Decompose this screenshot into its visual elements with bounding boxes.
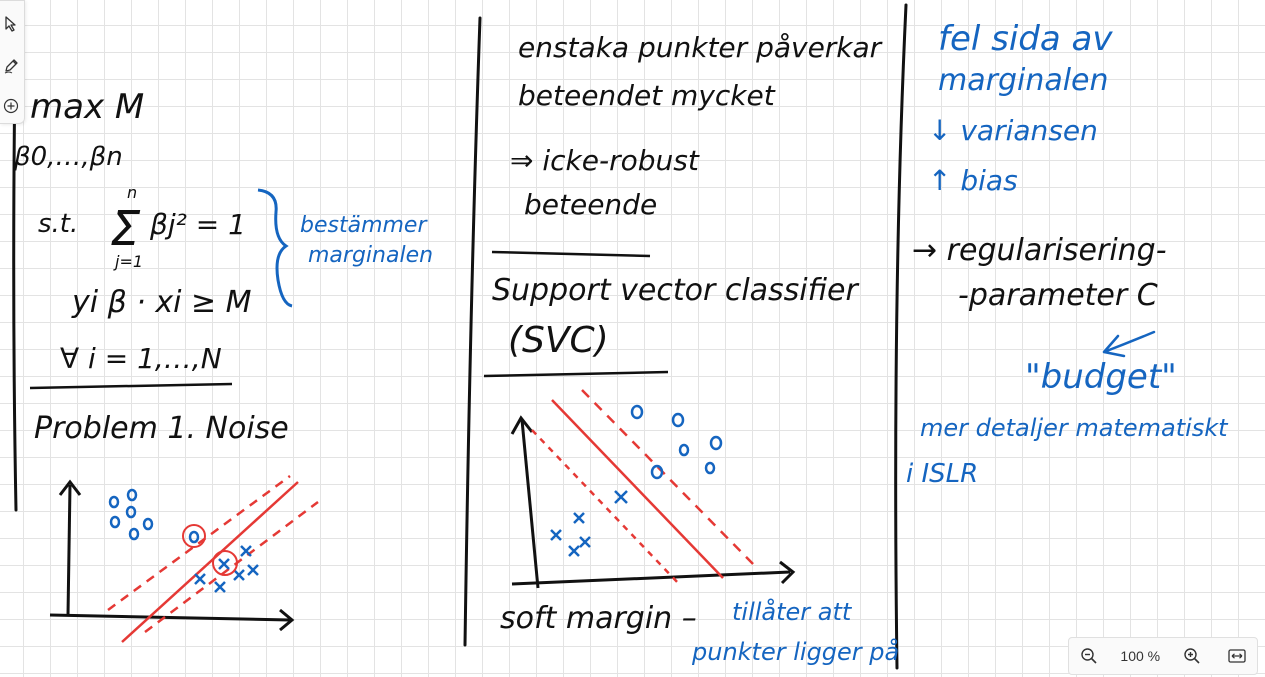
noise-cross-class — [194, 545, 259, 593]
brace — [257, 188, 293, 308]
sum-sigma: Σ — [110, 201, 141, 257]
divider-middle — [463, 16, 482, 647]
noise-y-arrow — [58, 479, 82, 496]
divider-left — [12, 68, 18, 512]
svc-title: Support vector classifier — [492, 273, 859, 308]
budget-text: "budget" — [1025, 357, 1177, 397]
noise-outlier-ring-2 — [212, 550, 238, 576]
svc-x-arrow — [779, 560, 796, 585]
right-line-2: marginalen — [938, 63, 1109, 98]
right-line-1: fel sida av — [938, 19, 1113, 59]
left-section-divider — [29, 382, 233, 390]
brace-note-1: bestämmer — [300, 213, 428, 238]
noise-hyperplane — [121, 481, 299, 643]
svc-circles-class — [630, 404, 723, 480]
zoom-in-icon — [1183, 648, 1200, 664]
svc-margin-lower — [531, 429, 681, 586]
svc-hyperplane — [551, 399, 724, 579]
soft-note-1: tillåter att — [732, 597, 853, 626]
add-tool-button[interactable] — [0, 93, 22, 119]
fit-width-button[interactable] — [1223, 642, 1251, 670]
svc-cross-class — [550, 490, 628, 557]
plus-circle-icon — [3, 98, 19, 114]
noise-x-arrow — [279, 608, 295, 632]
svc-y-arrow — [510, 415, 534, 435]
noise-plot — [49, 474, 319, 643]
zoom-in-button[interactable] — [1178, 642, 1206, 670]
svc-margin-upper — [581, 389, 756, 567]
mid-line-1: enstaka punkter påverkar — [518, 31, 883, 64]
objective-text: max M — [30, 87, 144, 127]
soft-note-2: punkter ligger på — [691, 637, 899, 666]
problem-title: Problem 1. Noise — [34, 411, 289, 446]
mid-divider-1 — [491, 250, 651, 258]
select-tool-button[interactable] — [0, 11, 22, 37]
right-line-3: ↓ variansen — [928, 114, 1098, 147]
sum-sup: n — [127, 183, 137, 202]
zoom-controls: 100 % — [1068, 637, 1258, 675]
zoom-out-icon — [1081, 648, 1097, 664]
right-line-4: ↑ bias — [928, 164, 1018, 197]
divider-right — [894, 3, 908, 670]
zoom-level: 100 % — [1120, 648, 1161, 664]
fit-width-icon — [1228, 649, 1246, 663]
details-line-1: mer detaljer matematiskt — [920, 414, 1229, 442]
svc-plot — [510, 389, 796, 589]
pen-icon — [4, 59, 18, 74]
forall-text: ∀ i = 1,…,N — [60, 342, 222, 375]
mid-line-2: beteendet mycket — [518, 79, 776, 112]
noise-margin-lower — [144, 501, 319, 633]
constraint-2: yi β · xi ≥ M — [71, 285, 252, 320]
noise-circles-class — [108, 488, 200, 544]
pointer-icon — [5, 16, 16, 32]
params-text: β0,…,βn — [13, 142, 123, 172]
details-line-2: i ISLR — [906, 459, 978, 489]
noise-x-axis — [49, 613, 291, 622]
pen-tool-button[interactable] — [0, 53, 22, 79]
noise-margin-upper — [107, 474, 291, 612]
reg-line-2: -parameter C — [958, 278, 1158, 313]
svc-abbrev: (SVC) — [508, 320, 609, 361]
noise-outlier-ring-1 — [182, 524, 206, 548]
reg-line-1: → regularisering- — [912, 233, 1167, 268]
zoom-out-button[interactable] — [1075, 642, 1103, 670]
tool-palette — [0, 0, 25, 124]
sum-sub: j=1 — [113, 252, 143, 271]
mid-divider-2 — [483, 370, 669, 378]
soft-margin-text: soft margin – — [500, 601, 697, 636]
constraint-1: βj² = 1 — [149, 208, 246, 241]
mid-line-4: beteende — [524, 188, 657, 221]
budget-arrow — [1102, 330, 1156, 358]
svc-y-axis — [520, 419, 540, 589]
svc-x-axis — [511, 570, 791, 586]
noise-y-axis — [66, 484, 72, 616]
st-label: s.t. — [38, 209, 78, 239]
mid-line-3: ⇒ icke-robust — [510, 144, 700, 177]
brace-note-2: marginalen — [308, 243, 433, 268]
